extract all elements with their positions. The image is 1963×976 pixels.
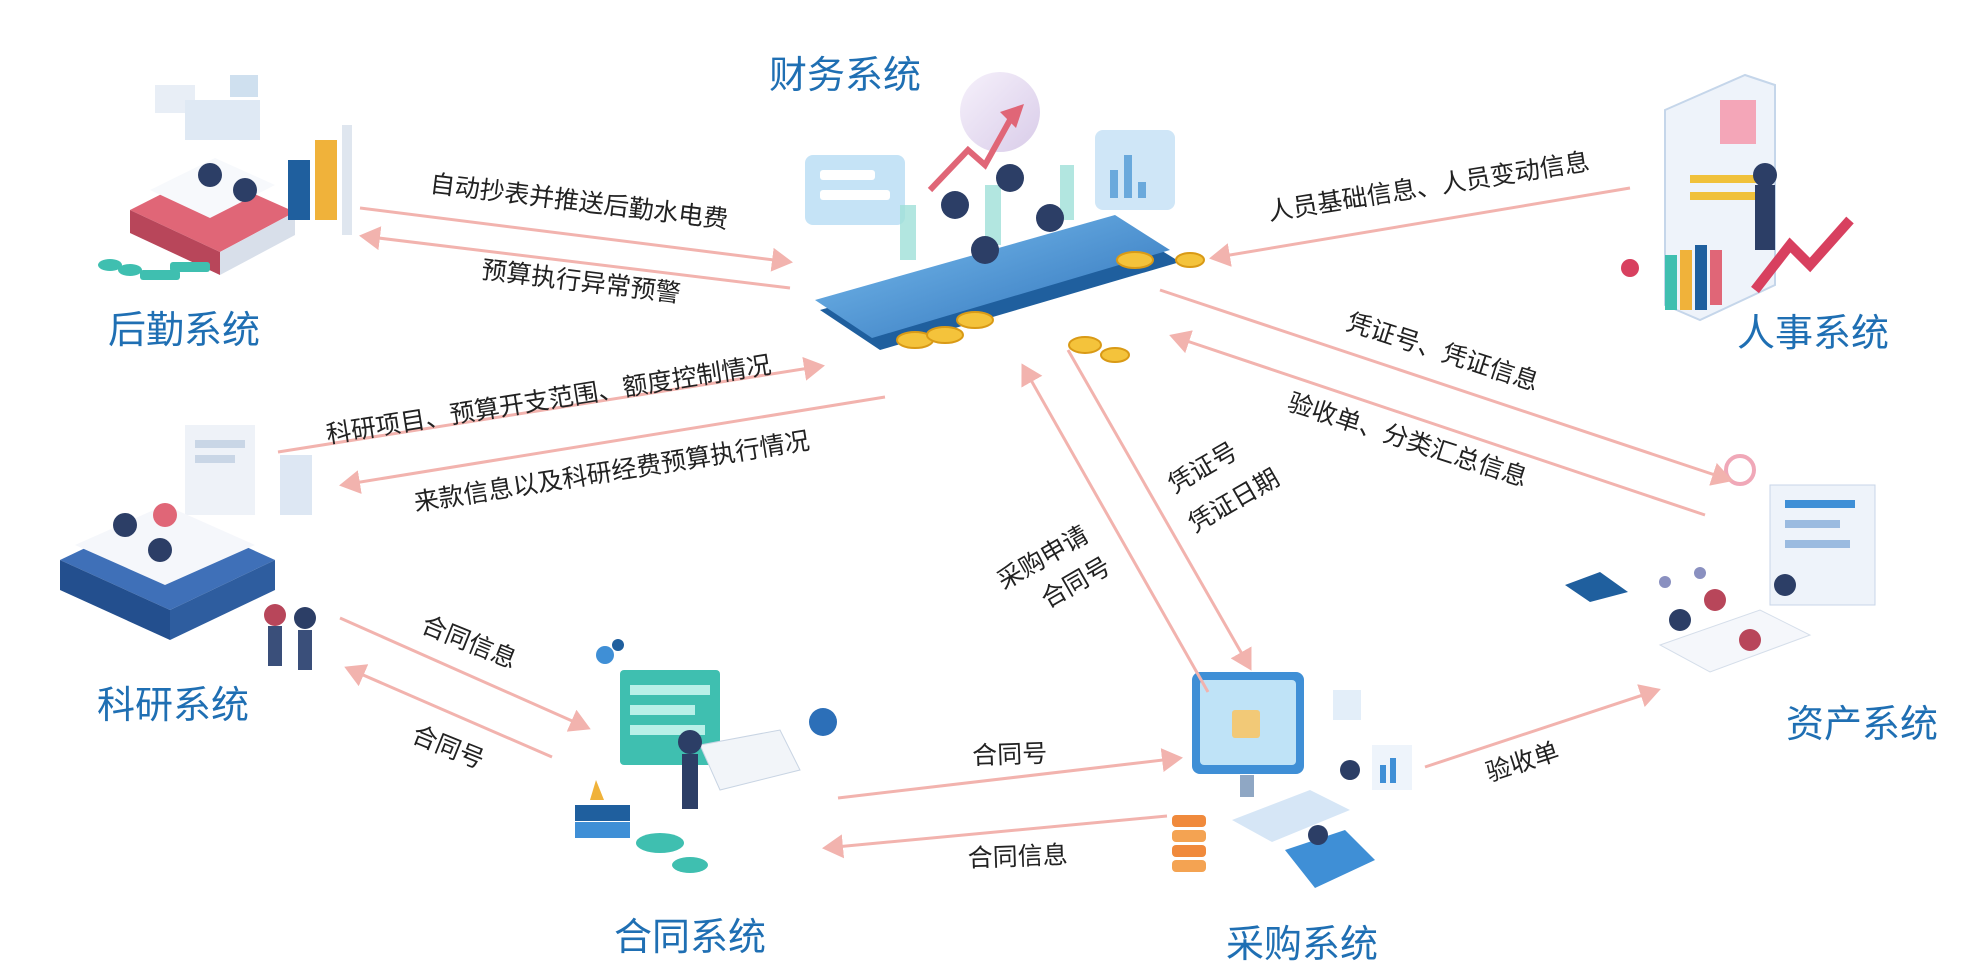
asset-system-title: 资产系统	[1786, 702, 1938, 746]
person-icon	[996, 164, 1024, 192]
book-stack-icon	[575, 805, 630, 821]
research-illustration	[60, 425, 316, 670]
person-icon	[153, 503, 177, 527]
flow-label-finance-to-research: 来款信息以及科研经费预算执行情况	[412, 426, 812, 517]
arrow-procurement-to-contract	[822, 814, 1168, 859]
person-icon	[113, 513, 137, 537]
arrow-procurement-to-asset	[1424, 684, 1661, 769]
coin-stack-icon	[1172, 815, 1206, 872]
coins-icon	[896, 251, 1205, 363]
person-icon	[1739, 629, 1761, 651]
flow-label-procurement-to-contract: 合同信息	[967, 840, 1068, 872]
arrow-research-to-contract	[339, 616, 591, 732]
network-icon	[596, 646, 614, 664]
person-icon	[1704, 589, 1726, 611]
person-icon	[294, 607, 316, 629]
logistics-system-title: 后勤系统	[108, 308, 260, 352]
flow-label-hr-to-finance: 人员基础信息、人员变动信息	[1266, 147, 1592, 226]
flow-label-research-to-contract: 合同信息	[417, 610, 521, 674]
keyboard-icon	[1232, 790, 1350, 842]
arrow-hr-to-finance	[1209, 186, 1631, 267]
flow-label-logistics-to-finance: 自动抄表并推送后勤水电费	[428, 169, 729, 234]
document-icon	[699, 729, 801, 791]
person-icon	[971, 236, 999, 264]
contract-illustration	[575, 639, 837, 873]
arrow-research-to-finance	[277, 356, 825, 454]
bar-panel-icon	[1095, 130, 1175, 210]
arrow-finance-to-asset	[1159, 288, 1733, 486]
profile-photo-icon	[1720, 100, 1756, 144]
bar-chart-icon	[288, 160, 310, 220]
hr-system-title: 人事系统	[1737, 311, 1889, 355]
flow-label-asset-to-finance: 验收单、分类汇总信息	[1284, 387, 1531, 492]
person-icon	[1774, 574, 1796, 596]
flow-label-research-to-finance: 科研项目、预算开支范围、额度控制情况	[324, 350, 773, 449]
finance-system-title: 财务系统	[769, 53, 921, 97]
arrow-finance-to-logistics	[359, 226, 791, 290]
arrow-logistics-to-finance	[359, 206, 793, 272]
trend-arrow-icon	[1751, 216, 1854, 294]
screen-panel-icon	[185, 425, 255, 515]
procurement-system-title: 采购系统	[1226, 922, 1378, 966]
arrow-finance-to-research	[339, 395, 886, 494]
person-icon	[233, 178, 257, 202]
system-titles: 财务系统 后勤系统 人事系统 科研系统 合同系统 采购系统 资产系统	[97, 53, 1938, 966]
logistics-illustration	[98, 75, 352, 280]
person-icon	[1308, 825, 1328, 845]
arrow-contract-to-research	[344, 664, 553, 759]
purchase-mark-icon	[1232, 710, 1260, 738]
asset-illustration	[1565, 454, 1876, 673]
arrow-procurement-to-finance	[1021, 363, 1210, 693]
trend-arrow-icon	[927, 118, 1013, 193]
phone-platform	[815, 215, 1170, 338]
cart-icon	[1333, 690, 1361, 720]
research-system-title: 科研系统	[97, 683, 249, 727]
bar-chart-icon	[1665, 245, 1722, 310]
procurement-illustration	[1172, 672, 1412, 888]
person-icon	[1340, 760, 1360, 780]
person-icon	[148, 538, 172, 562]
flow-label-contract-to-procurement: 合同号	[972, 739, 1048, 771]
person-icon	[941, 191, 969, 219]
arrow-contract-to-procurement	[837, 748, 1183, 800]
person-icon	[1753, 163, 1777, 187]
flow-label-contract-to-research: 合同号	[408, 720, 488, 775]
meeting-table-icon	[1658, 609, 1812, 673]
person-icon	[1036, 204, 1064, 232]
person-icon	[678, 730, 702, 754]
person-icon	[198, 163, 222, 187]
hr-illustration	[1621, 73, 1854, 322]
arrow-asset-to-finance	[1169, 330, 1706, 517]
laptop-icon	[1565, 572, 1628, 602]
person-icon	[264, 604, 286, 626]
person-icon	[1669, 609, 1691, 631]
arrow-finance-to-procurement	[1066, 349, 1252, 671]
finance-illustration	[805, 72, 1205, 363]
arrows	[277, 186, 1733, 859]
contract-system-title: 合同系统	[614, 915, 766, 959]
